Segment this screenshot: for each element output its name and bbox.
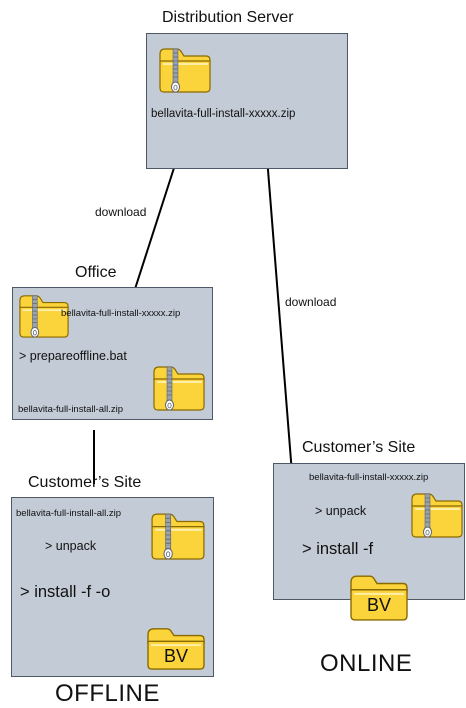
bv-folder-icon: BV bbox=[145, 625, 207, 671]
online-site-cmd-install: > install -f bbox=[302, 540, 374, 558]
bv-label: BV bbox=[366, 595, 391, 615]
office-file-out: bellavita-full-install-all.zip bbox=[18, 404, 124, 415]
office-command: > prepareoffline.bat bbox=[19, 349, 127, 363]
office-title: Office bbox=[75, 264, 117, 281]
distribution-server-file: bellavita-full-install-xxxxx.zip bbox=[151, 108, 296, 120]
online-site-file: bellavita-full-install-xxxxx.zip bbox=[309, 472, 429, 483]
zip-folder-icon bbox=[152, 363, 206, 411]
offline-caption: OFFLINE bbox=[55, 680, 160, 707]
office-file-in: bellavita-full-install-xxxxx.zip bbox=[61, 308, 181, 319]
online-site-cmd-unpack: > unpack bbox=[315, 504, 367, 518]
offline-site-title: Customer’s Site bbox=[28, 474, 142, 491]
zip-folder-icon bbox=[18, 292, 70, 338]
edge-server-to-online bbox=[264, 131, 294, 487]
distribution-server-title: Distribution Server bbox=[162, 9, 294, 26]
edge-label-download-office: download bbox=[95, 205, 147, 219]
zip-folder-icon bbox=[150, 510, 206, 560]
zip-folder-icon bbox=[410, 490, 464, 538]
bv-label: BV bbox=[163, 646, 188, 667]
offline-site-file: bellavita-full-install-all.zip bbox=[16, 508, 122, 519]
offline-site-cmd-install: > install -f -o bbox=[20, 583, 111, 601]
bv-folder-icon: BV bbox=[348, 572, 410, 622]
edge-label-download-online: download bbox=[285, 295, 337, 309]
online-site-title: Customer’s Site bbox=[302, 439, 416, 456]
online-caption: ONLINE bbox=[320, 650, 413, 677]
zip-folder-icon bbox=[158, 45, 212, 93]
offline-site-cmd-unpack: > unpack bbox=[45, 539, 97, 553]
